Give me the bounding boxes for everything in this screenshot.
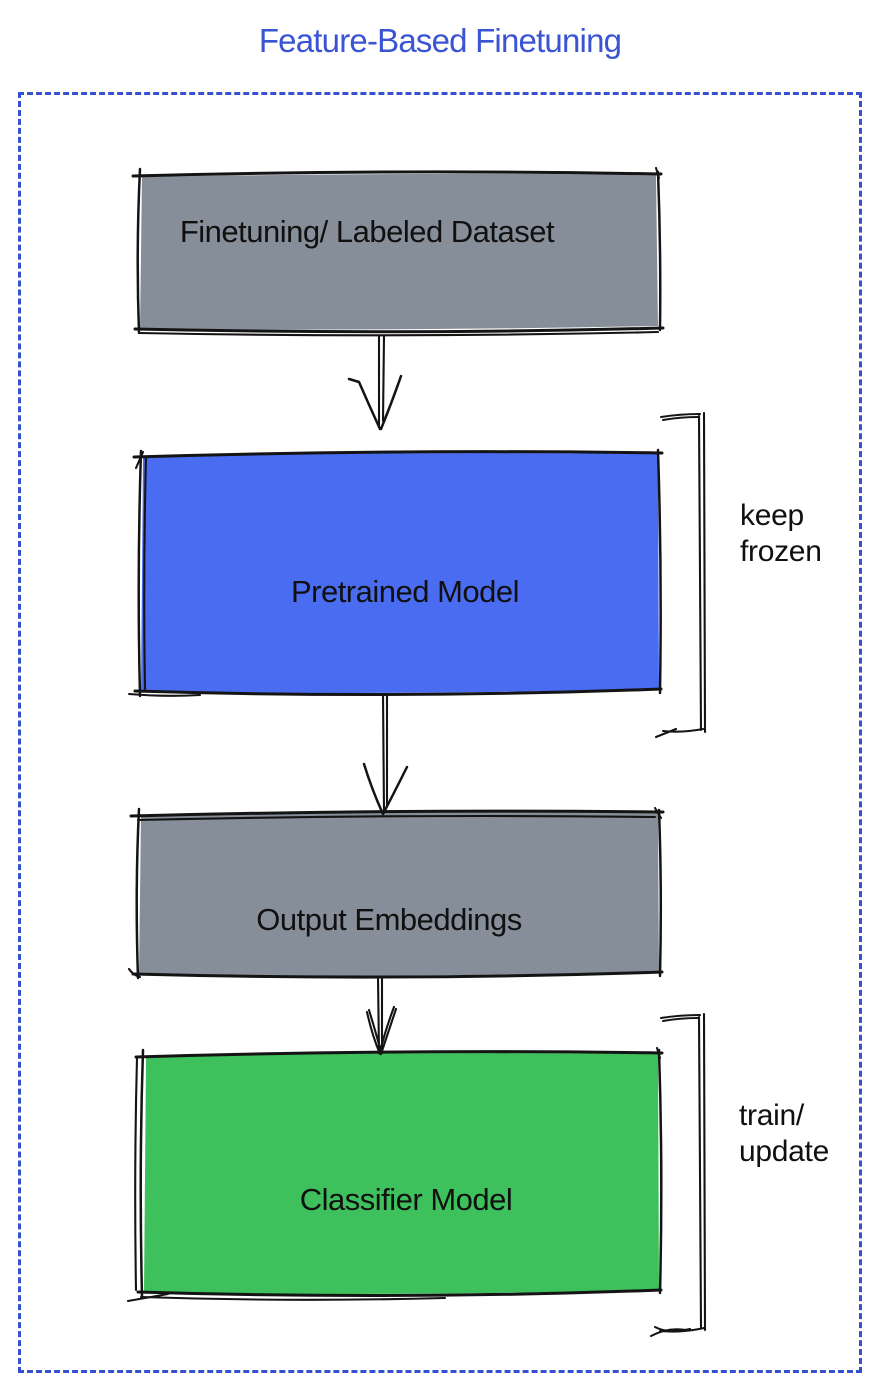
- stroke: [661, 1016, 700, 1023]
- stroke: [127, 967, 142, 979]
- stroke: [659, 412, 702, 419]
- stroke: [136, 167, 142, 335]
- classifier-box-label: Classifier Model: [299, 1182, 513, 1217]
- stroke: [136, 814, 657, 822]
- stroke: [131, 170, 663, 178]
- pretrained-box-label: Pretrained Model: [290, 574, 520, 609]
- arrow-embeddings-to-classifier: [365, 975, 398, 1056]
- stroke: [137, 449, 143, 698]
- stroke: [702, 411, 707, 734]
- stroke: [139, 1048, 145, 1298]
- arrow-dataset-to-pretrained: [347, 334, 403, 431]
- stroke: [133, 326, 665, 334]
- stroke: [657, 808, 663, 978]
- stroke: [697, 414, 703, 732]
- stroke: [659, 1013, 702, 1020]
- arrowhead-right: [378, 1005, 396, 1054]
- stroke: [134, 1056, 139, 1292]
- keep-frozen-annotation: keep frozen: [740, 499, 822, 568]
- train-update-annotation: train/ update: [739, 1099, 829, 1168]
- arrowhead-left: [362, 762, 385, 816]
- embeddings-box-outline: [127, 806, 665, 980]
- stroke: [127, 692, 202, 697]
- arrowhead-right: [379, 374, 403, 431]
- stroke: [661, 415, 700, 422]
- dashed-border-frame: [18, 92, 862, 1373]
- stroke: [137, 330, 660, 337]
- arrowhead-right: [379, 1007, 398, 1056]
- arrow-pretrained-to-embeddings: [362, 692, 409, 816]
- stroke: [136, 1288, 663, 1298]
- stroke: [654, 727, 678, 739]
- stroke: [139, 1295, 447, 1301]
- stroke: [134, 1050, 664, 1059]
- dataset-box-outline: [131, 166, 665, 337]
- stroke: [656, 448, 662, 695]
- stroke: [656, 170, 662, 332]
- diagram-title: Feature-Based Finetuning: [258, 22, 622, 59]
- embeddings-box-label: Output Embeddings: [256, 902, 522, 937]
- dataset-box-shape: [140, 173, 658, 330]
- pretrained-box-shape: [141, 453, 659, 693]
- stroke: [135, 807, 141, 980]
- stroke: [381, 334, 386, 423]
- stroke: [143, 455, 148, 691]
- train-update-bracket: [649, 1012, 707, 1338]
- classifier-box-outline: [126, 1046, 664, 1303]
- stroke: [702, 1012, 707, 1332]
- stroke: [653, 806, 663, 820]
- stroke: [697, 1015, 703, 1329]
- stroke: [131, 970, 664, 979]
- ink-strokes: [126, 166, 707, 1338]
- stroke: [129, 809, 665, 818]
- stroke: [132, 450, 664, 459]
- dataset-box-label: Finetuning/ Labeled Dataset: [179, 214, 555, 249]
- stroke: [126, 1292, 170, 1303]
- pretrained-box-outline: [127, 448, 664, 698]
- embeddings-box-shape: [139, 812, 659, 976]
- stroke: [657, 1048, 663, 1295]
- stroke: [653, 1325, 692, 1333]
- stroke: [661, 727, 705, 733]
- classifier-box-shape: [144, 1053, 659, 1294]
- stroke: [133, 687, 663, 697]
- arrowhead-left: [347, 377, 382, 431]
- keep-frozen-bracket: [654, 411, 707, 739]
- stroke: [381, 692, 386, 814]
